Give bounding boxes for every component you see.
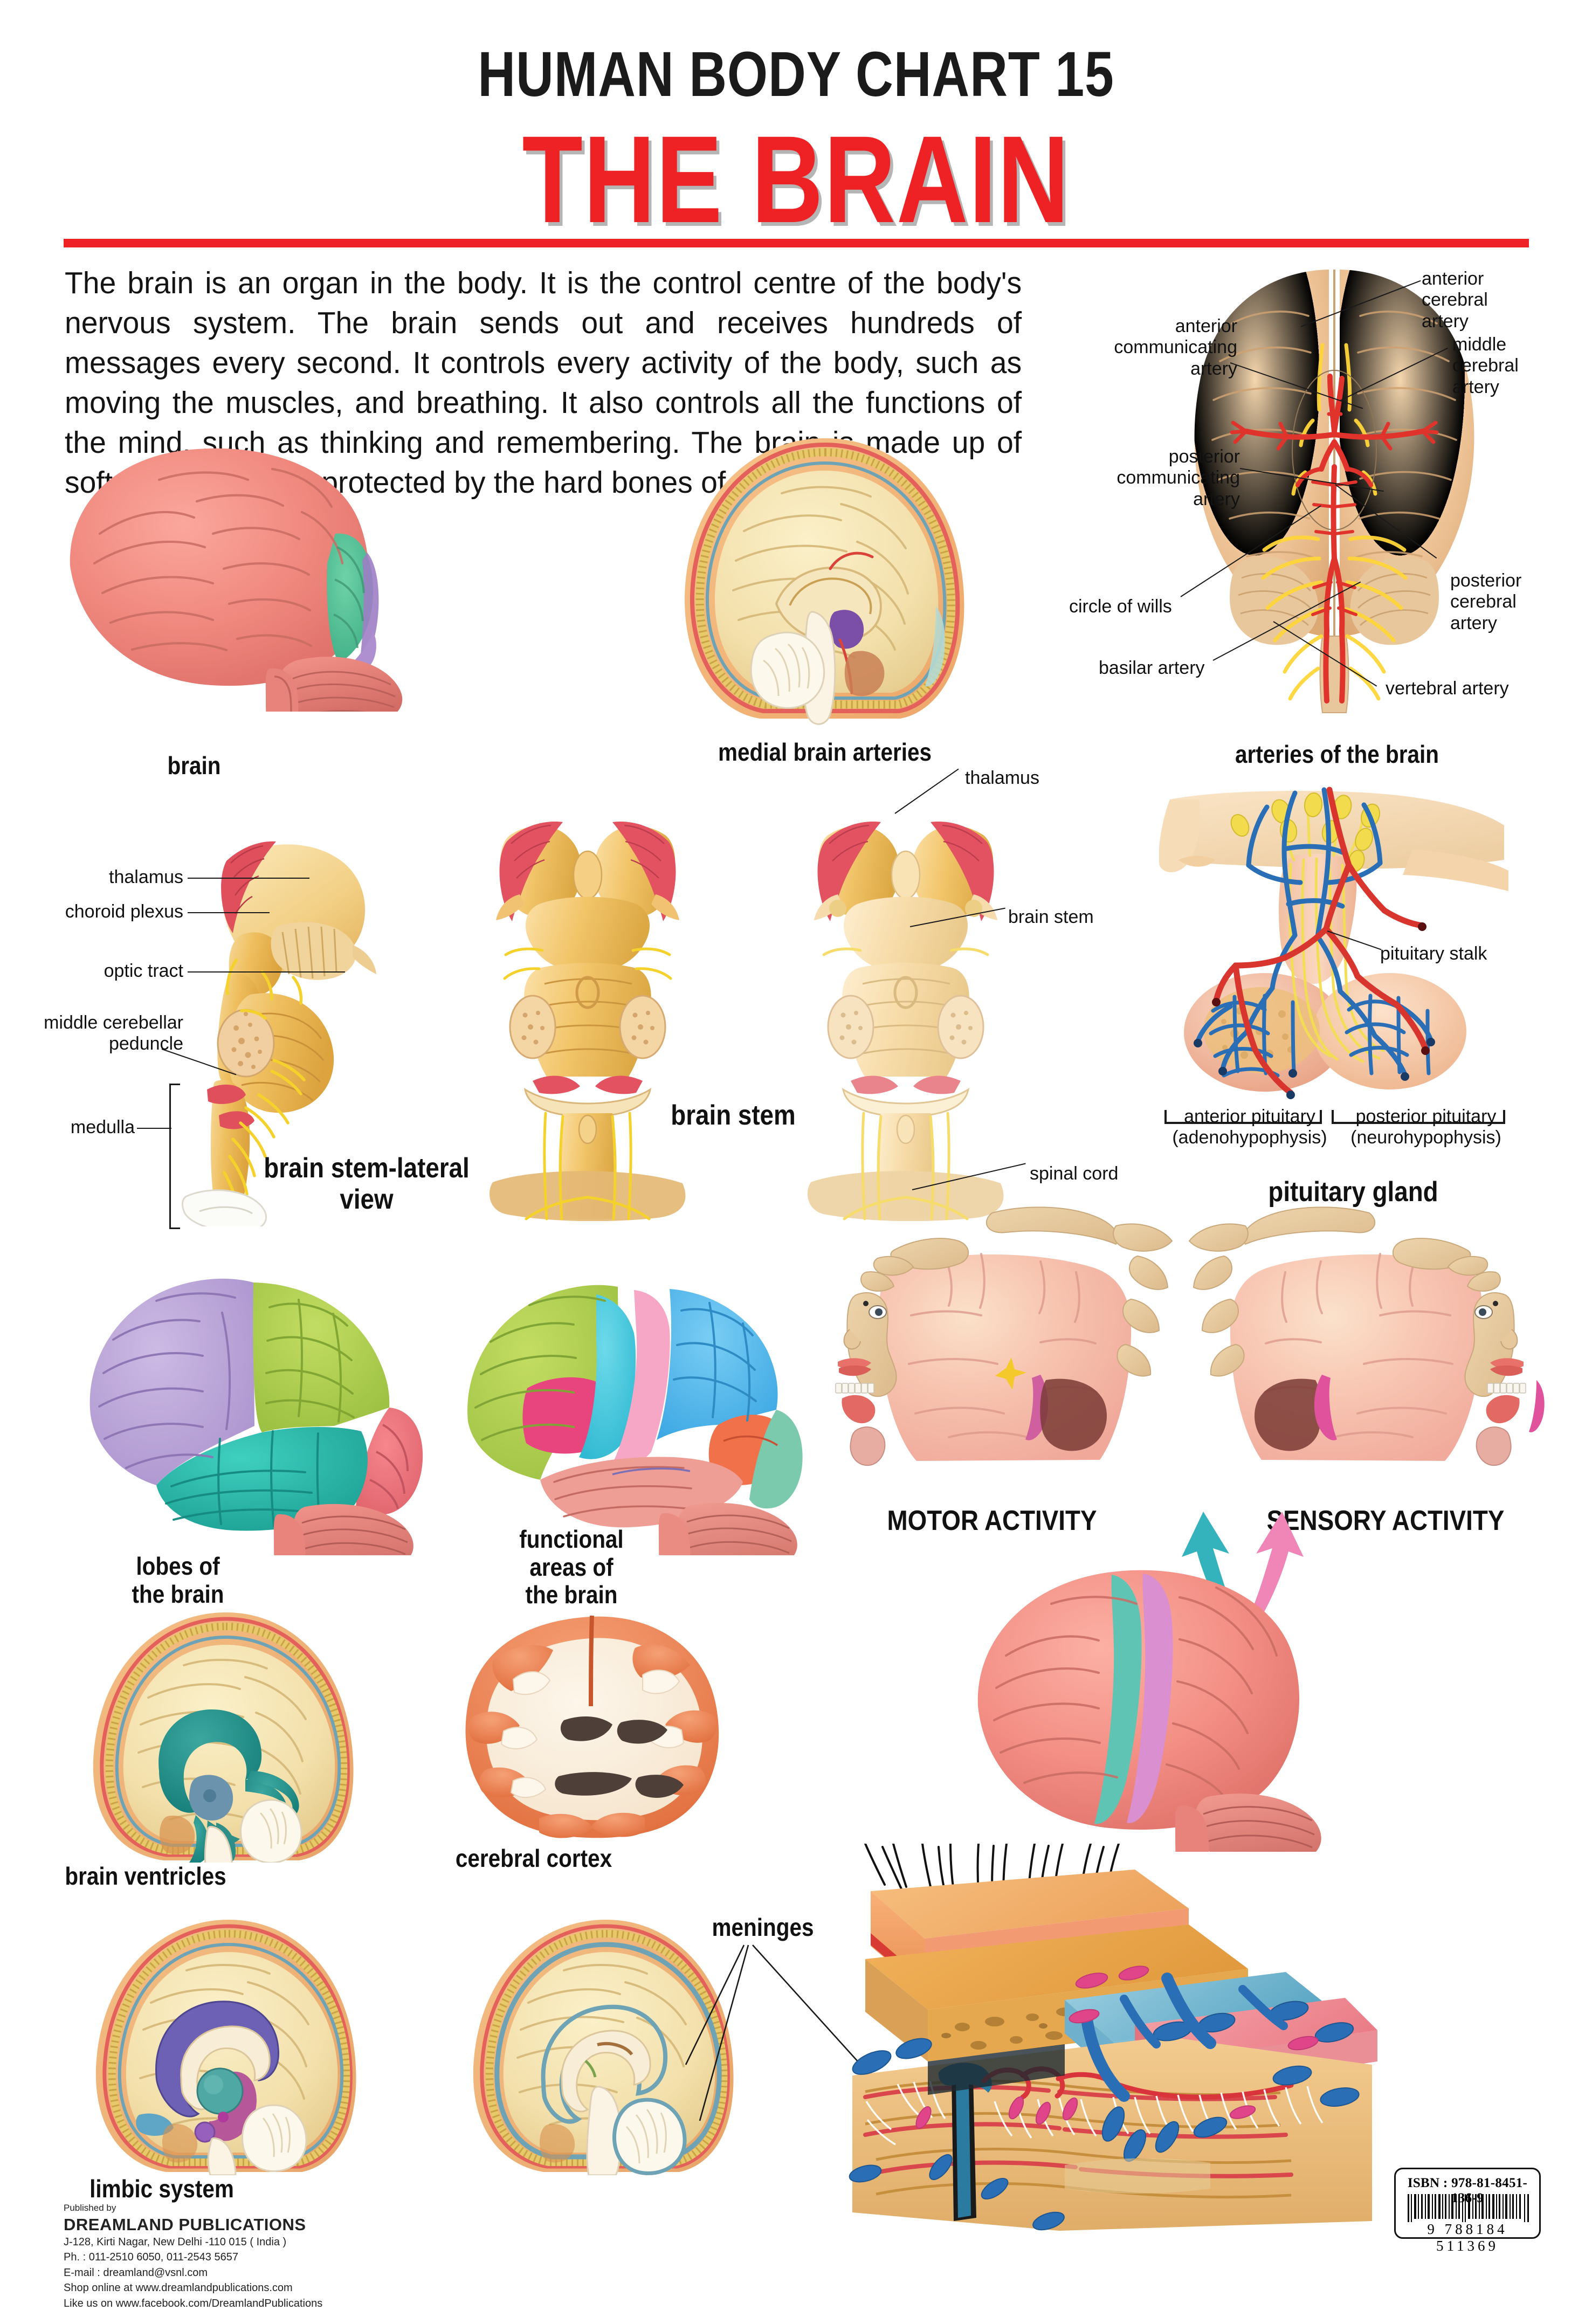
annotation-bs-brain-stem: brain stem [1008,907,1094,927]
figure-sensory-activity [1181,1202,1547,1504]
page-title: THE BRAIN [522,110,1070,249]
leader-bsl-thalamus [188,878,309,879]
annotation-bsl-medulla: medulla [70,1117,135,1137]
annotation-anterior-cerebral-artery: anterior cerebral artery [1422,268,1488,332]
figure-brain-stem-right [792,811,1019,1221]
annotation-anterior-communicating-artery: anterior communicating artery [1114,316,1237,379]
figure-brain-ventricles [73,1609,375,1863]
annotation-bsl-optic-tract: optic tract [104,961,183,981]
isbn-box: ISBN : 978-81-8451-136-9 [1394,2168,1541,2254]
publisher-address: J-128, Kirti Nagar, New Delhi -110 015 (… [64,2236,287,2248]
publisher-email: E-mail : dreamland@vsnl.com [64,2266,208,2279]
figure-brain-stem-left [474,811,701,1221]
publisher-shop-url: Shop online at www.dreamlandpublications… [64,2282,293,2294]
figure-caption-medial-brain-arteries: medial brain arteries [718,738,932,766]
annotation-pituitary-stalk: pituitary stalk [1380,943,1487,964]
figure-caption-brain-ventricles: brain ventricles [65,1862,226,1890]
annotation-circle-of-wills: circle of wills [1069,596,1172,617]
leader-bsl-choroid-plexus [188,912,270,913]
figure-limbic-system [75,1916,377,2175]
figure-pituitary-gland [1159,774,1515,1162]
figure-functional-areas-of-the-brain [458,1253,814,1555]
figure-motor-activity [814,1202,1181,1504]
barcode-image [1408,2194,1529,2222]
publisher-facebook-url: Like us on www.facebook.com/DreamlandPub… [64,2297,323,2309]
title-divider [64,239,1529,247]
annotation-basilar-artery: basilar artery [1099,658,1205,678]
annotation-anterior-pituitary: anterior pituitary(adenohypophysis) [1172,1106,1327,1148]
figure-arteries-of-the-brain [1151,259,1518,722]
leader-bs-thalamus [894,768,959,814]
annotation-posterior-cerebral-artery: posterior cerebral artery [1450,570,1522,633]
figure-brain [51,431,450,712]
figure-motor-sensory-brain [965,1550,1332,1852]
annotation-bsl-middle-cerebellar-peduncle: middle cerebellar peduncle [44,1012,183,1054]
meninges-leader-lines [620,1941,900,2167]
figure-caption-meninges: meninges [712,1913,814,1941]
annotation-posterior-communicating-artery: posterior communicating artery [1117,446,1240,509]
chart-number: HUMAN BODY CHART 15 [478,39,1114,110]
figure-caption-brain-stem: brain stem [671,1100,796,1131]
figure-cerebral-cortex [453,1609,733,1846]
bracket-medulla [169,1084,180,1229]
figure-lobes-of-the-brain [81,1253,426,1555]
publisher-phone: Ph. : 011-2510 6050, 011-2543 5657 [64,2251,238,2264]
publisher-block: Published by DREAMLAND PUBLICATIONS J-12… [64,2202,549,2311]
annotation-middle-cerebral-artery: middle cerebral artery [1452,334,1519,397]
publisher-byline: Published by [64,2203,116,2213]
annotation-posterior-pituitary: posterior pituitary(neurohypophysis) [1350,1106,1501,1148]
leader-bsl-optic-tract [188,971,345,973]
publisher-name: DREAMLAND PUBLICATIONS [64,2215,306,2234]
figure-caption-sensory-activity: SENSORY ACTIVITY [1266,1505,1505,1536]
figure-caption-pituitary-gland: pituitary gland [1268,1176,1438,1208]
leader-bsl-medulla [137,1128,171,1129]
figure-caption-limbic-system: limbic system [89,2175,234,2203]
annotation-bs-spinal-cord: spinal cord [1030,1163,1119,1184]
figure-caption-cerebral-cortex: cerebral cortex [455,1844,612,1872]
figure-medial-brain-arteries [668,434,981,725]
figure-caption-arteries-of-the-brain: arteries of the brain [1235,740,1439,768]
annotation-bsl-thalamus: thalamus [109,867,183,887]
figure-meninges-sagittal [453,1916,755,2175]
annotation-bsl-choroid-plexus: choroid plexus [65,901,183,922]
chart-header: HUMAN BODY CHART 15 THE BRAIN [0,0,1592,249]
figure-caption-motor-activity: MOTOR ACTIVITY [887,1505,1097,1536]
annotation-vertebral-artery: vertebral artery [1386,678,1509,699]
annotation-bs-thalamus: thalamus [965,768,1039,788]
barcode-digits: 9 788184 511369 [1427,2221,1508,2254]
figure-brain-stem-lateral-view [135,827,388,1226]
figure-meninges-block [833,1844,1383,2232]
figure-caption-brain: brain [167,751,221,780]
